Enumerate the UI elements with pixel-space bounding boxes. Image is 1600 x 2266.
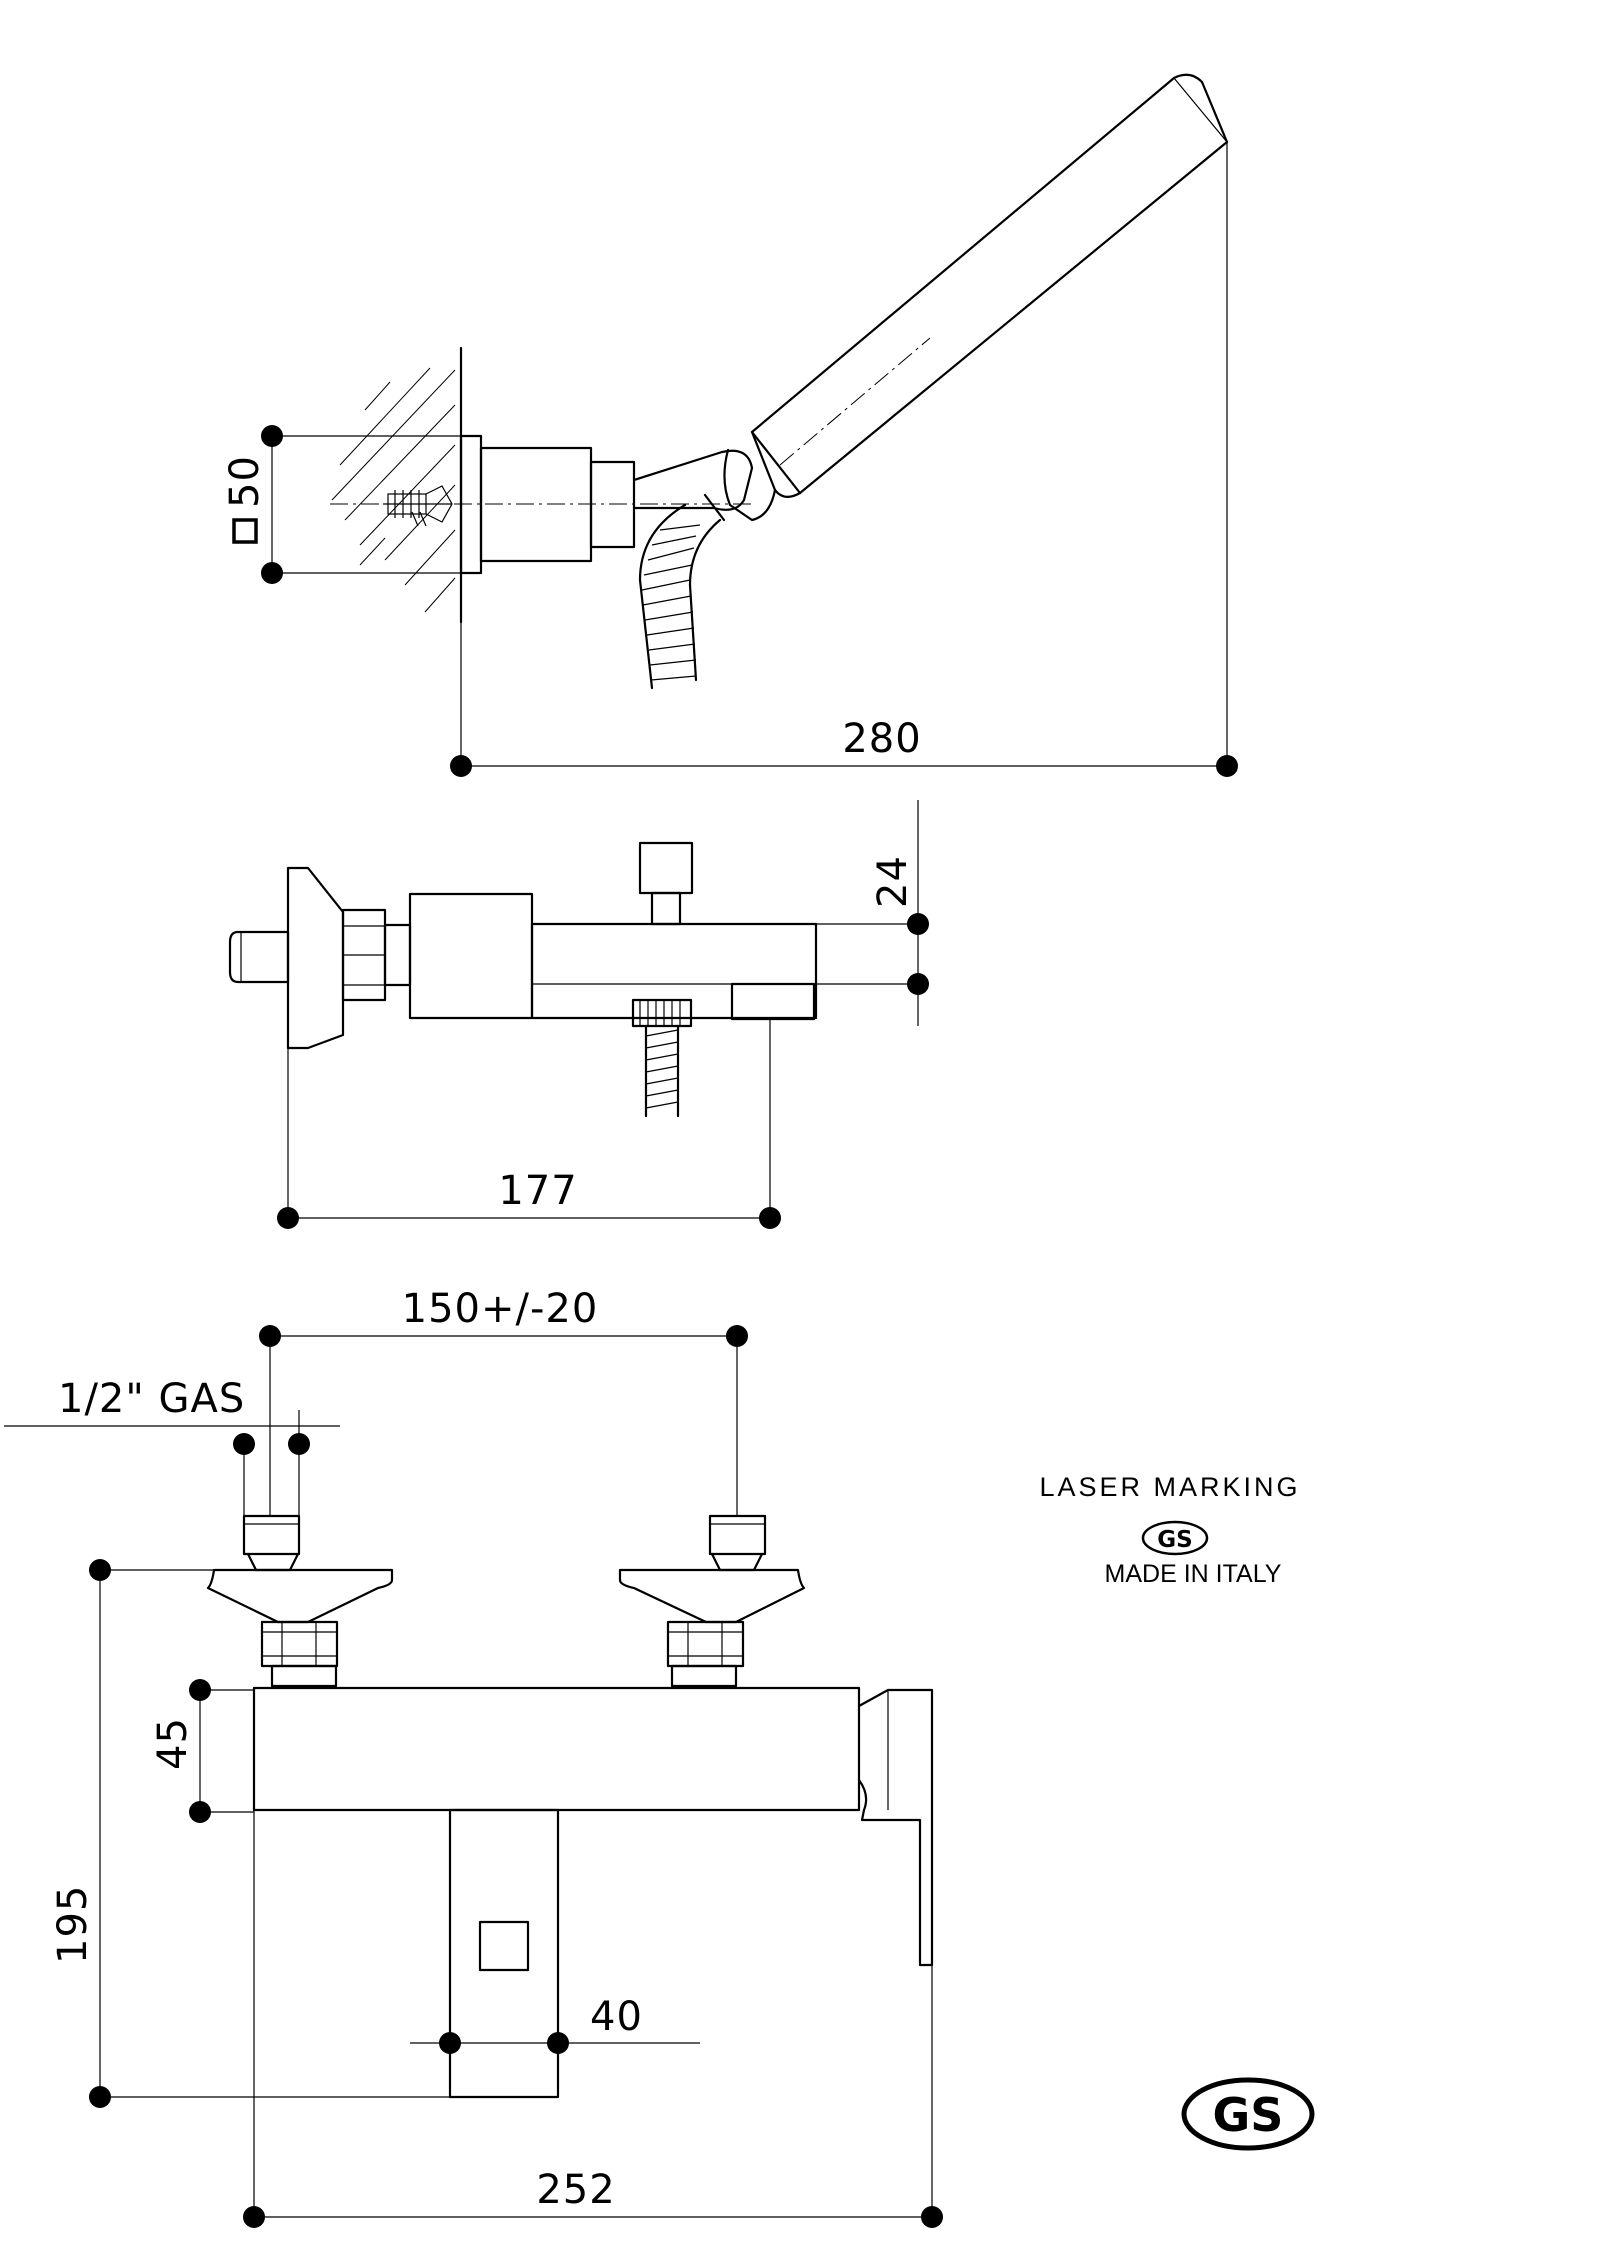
diverter-stem	[650, 891, 682, 926]
dim-dot	[243, 2206, 265, 2228]
top-view: 24 177	[228, 800, 929, 1229]
dim-dot	[547, 2032, 569, 2054]
gs-logo-text: GS	[1213, 2088, 1284, 2142]
hand-shower	[703, 73, 1229, 522]
dim-40-label: 40	[590, 1994, 643, 2040]
dim-dot	[259, 1325, 281, 1347]
gs-logo-icon	[1181, 2077, 1315, 2151]
spout-body	[530, 922, 818, 1020]
dim-150-label: 150+/-20	[402, 1286, 599, 1332]
dim-252-label: 252	[536, 2167, 615, 2213]
dim-195-label: 195	[50, 1885, 96, 1964]
laser-marking-title: LASER MARKING	[1039, 1472, 1300, 1502]
dim-dot	[189, 1801, 211, 1823]
gs-logo-small-text: GS	[1157, 1527, 1192, 1553]
dim-gas-label: 1/2" GAS	[58, 1376, 245, 1422]
dim-45-label: 45	[150, 1717, 196, 1770]
union-stem	[383, 923, 412, 987]
dim-dot	[907, 913, 929, 935]
hose	[644, 1024, 680, 1118]
dim-dot	[1216, 755, 1238, 777]
hose	[638, 503, 722, 690]
dim-dot	[277, 1207, 299, 1229]
dim-dot	[726, 1325, 748, 1347]
side-view: 50 280	[222, 73, 1238, 777]
hose-nut	[631, 998, 693, 1028]
dim-dot	[261, 425, 283, 447]
dim-dot	[288, 1433, 310, 1455]
diverter-button	[478, 1920, 530, 1972]
dim-177-label: 177	[498, 1168, 577, 1214]
dim-dot	[439, 2032, 461, 2054]
dim-24-label: 24	[870, 855, 916, 908]
dim-dot	[233, 1433, 255, 1455]
gs-logo-small-icon	[1141, 1520, 1209, 1556]
left-connection	[206, 1514, 394, 1688]
front-view: 150+/-20 1/2" GAS 45 195 40 252	[4, 1286, 943, 2228]
dim-dot	[261, 562, 283, 584]
mixer-body	[408, 892, 534, 1020]
lever-handle	[857, 1688, 934, 1967]
made-in-italy: MADE IN ITALY	[1105, 1560, 1282, 1588]
dim-50-label: 50	[222, 455, 268, 508]
dim-dot	[89, 1559, 111, 1581]
inlet-nut	[228, 930, 290, 984]
spout-outlet	[730, 982, 816, 1021]
dim-280-label: 280	[842, 716, 921, 762]
wall-hatching	[331, 367, 456, 613]
dim-dot	[921, 2206, 943, 2228]
dim-dot	[450, 755, 472, 777]
brand-logo: GS	[1181, 2077, 1315, 2151]
swivel-arm	[632, 449, 754, 511]
right-connection	[618, 1514, 806, 1688]
rosette	[286, 866, 345, 1050]
spout	[448, 1808, 560, 2099]
dim-dot	[759, 1207, 781, 1229]
dim-dot	[89, 2086, 111, 2108]
screw-icon	[383, 485, 453, 527]
laser-marking-note: LASER MARKING GS MADE IN ITALY	[1039, 1472, 1300, 1588]
dim-dot	[189, 1679, 211, 1701]
square-symbol-icon	[232, 518, 258, 544]
dim-dot	[907, 973, 929, 995]
diverter-knob	[638, 841, 694, 895]
mixer-body	[252, 1686, 861, 1812]
